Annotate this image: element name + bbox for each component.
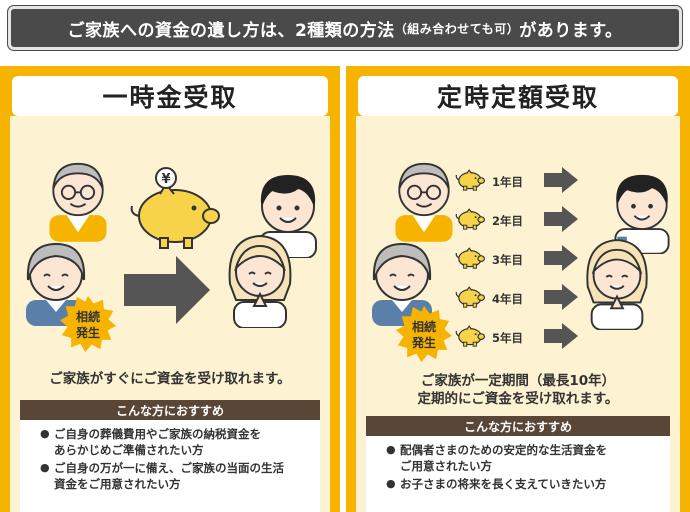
fixed-periodic-caption-line1: ご家族が一定期間（最長10年） bbox=[420, 373, 616, 389]
lump-sum-title: 一時金受取 bbox=[12, 76, 328, 116]
daughter-figure bbox=[228, 235, 292, 328]
piggy-bank-icon bbox=[455, 247, 485, 269]
arrow-right-icon bbox=[544, 206, 578, 232]
year-label-1: 1年目 bbox=[492, 175, 524, 189]
piggy-bank-icon bbox=[455, 325, 485, 347]
yen-symbol: ¥ bbox=[161, 172, 170, 187]
lump-sum-caption: ご家族がすぐにご資金を受け取れます。 bbox=[49, 371, 291, 387]
year-pig-4 bbox=[455, 286, 485, 308]
fixed-periodic-rec-item: お子さまの将来を長く支えていきたい方 bbox=[386, 476, 660, 492]
transfer-arrow-icon bbox=[124, 256, 210, 324]
header-main-text: ご家族への資金の遺し方は、2種類の方法 bbox=[67, 20, 395, 41]
grandfather-figure bbox=[394, 162, 454, 242]
badge-text-line2: 発生 bbox=[411, 335, 436, 350]
page-header: ご家族への資金の遺し方は、2種類の方法（組み合わせても可）があります。 bbox=[8, 6, 682, 50]
year-pig-1 bbox=[455, 169, 485, 191]
lump-sum-panel-body: 相続 発生 ¥ ご家族がすぐにご資金を受け取れます。 こんな方におすすめ bbox=[10, 116, 330, 512]
year-label-2: 2年目 bbox=[492, 214, 524, 228]
fixed-periodic-caption-line2: 定期的にご資金を受け取れます。 bbox=[417, 391, 619, 407]
badge-burst-icon: 相続 発生 bbox=[396, 306, 452, 362]
badge-text-line1: 相続 bbox=[412, 319, 436, 334]
grandfather-figure bbox=[48, 162, 108, 242]
year-label-3: 3年目 bbox=[492, 253, 524, 267]
fixed-periodic-panel-body: 相続 発生 1年目 2年目 3年目 4年目 5年目 ご家族が一定期間（最長10年… bbox=[356, 116, 680, 512]
yen-coin-icon: ¥ bbox=[155, 167, 177, 189]
fixed-periodic-rec-heading: こんな方におすすめ bbox=[366, 416, 670, 436]
daughter-figure bbox=[586, 239, 648, 330]
arrow-right-icon bbox=[544, 323, 578, 349]
year-label-4: 4年目 bbox=[492, 292, 524, 306]
fixed-periodic-illustration: 相続 発生 bbox=[371, 162, 670, 362]
lump-sum-illustration: 相続 発生 ¥ bbox=[25, 162, 317, 352]
header-tail-text: があります。 bbox=[519, 20, 623, 41]
arrow-right-icon bbox=[544, 167, 578, 193]
lump-sum-rec-heading: こんな方におすすめ bbox=[20, 400, 320, 420]
badge-text-line1: 相続 bbox=[76, 309, 100, 324]
lump-sum-recommendation: こんな方におすすめ ご自身の葬儀費用やご家族の納税資金をあらかじめご準備されたい… bbox=[20, 400, 320, 512]
arrow-right-icon bbox=[544, 284, 578, 310]
fixed-periodic-title: 定時定額受取 bbox=[358, 76, 678, 116]
fixed-periodic-panel: 定時定額受取 相続 発生 1年目 2年目 3年目 4年目 5 bbox=[346, 66, 690, 512]
piggy-bank-icon bbox=[455, 208, 485, 230]
year-pig-2 bbox=[455, 208, 485, 230]
badge-burst-icon: 相続 発生 bbox=[60, 296, 116, 352]
arrow-right-icon bbox=[544, 245, 578, 271]
piggy-bank-icon bbox=[455, 169, 485, 191]
year-label-5: 5年目 bbox=[492, 331, 524, 345]
header-note-text: （組み合わせても可） bbox=[394, 21, 520, 36]
year-pig-5 bbox=[455, 325, 485, 347]
lump-sum-panel: 一時金受取 相続 発生 ¥ bbox=[0, 66, 340, 512]
piggy-bank-icon bbox=[455, 286, 485, 308]
piggy-bank-icon bbox=[130, 182, 220, 249]
badge-text-line2: 発生 bbox=[75, 325, 100, 340]
year-pig-3 bbox=[455, 247, 485, 269]
